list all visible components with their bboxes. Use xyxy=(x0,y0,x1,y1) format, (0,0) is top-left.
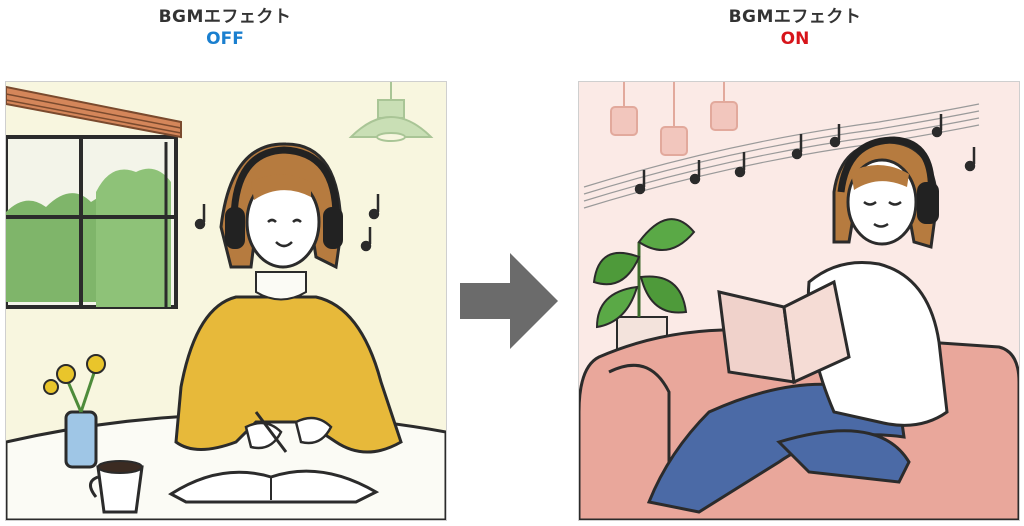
ceiling-lamp xyxy=(348,82,434,142)
right-caption: BGMエフェクト ON xyxy=(665,6,925,50)
woman-reading xyxy=(646,136,949,514)
music-notes xyxy=(634,114,976,195)
left-illustration xyxy=(5,81,447,521)
right-illustration xyxy=(578,81,1020,521)
potted-plant xyxy=(592,218,696,363)
right-title: BGMエフェクト xyxy=(728,7,862,27)
window xyxy=(6,85,182,309)
left-state: OFF xyxy=(206,29,244,49)
pendant-lamps xyxy=(610,82,738,156)
right-state: ON xyxy=(780,29,810,49)
woman-writing xyxy=(174,142,403,454)
flower-vase xyxy=(43,354,106,469)
right-arrow-icon xyxy=(460,253,560,357)
coffee-cup xyxy=(89,460,144,514)
left-caption: BGMエフェクト OFF xyxy=(95,6,355,50)
music-notes xyxy=(194,194,380,252)
left-title: BGMエフェクト xyxy=(158,7,292,27)
